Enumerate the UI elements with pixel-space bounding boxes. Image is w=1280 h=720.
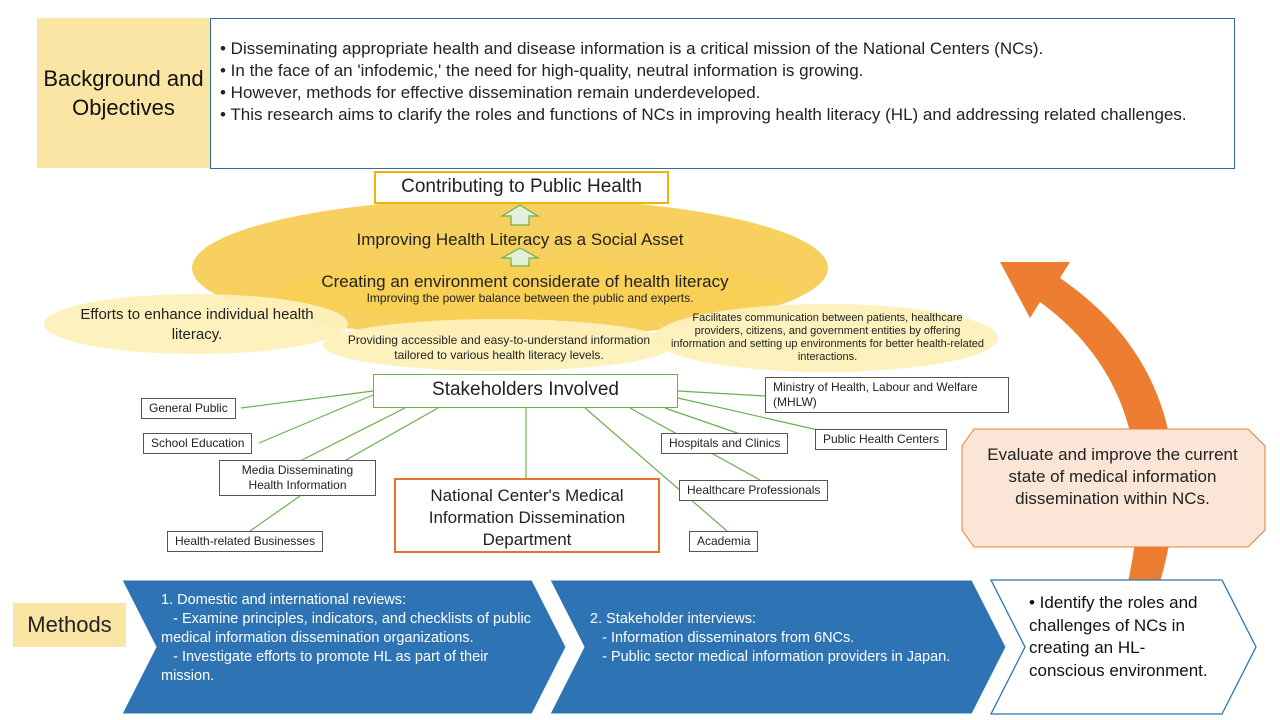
social-asset-label: Improving Health Literacy as a Social As… <box>356 230 684 249</box>
bullet-aim: • This research aims to clarify the role… <box>220 105 1187 124</box>
stakeholder-mhlw: Ministry of Health, Labour and Welfare (… <box>765 377 1009 413</box>
method-step1-chevron <box>121 579 567 715</box>
stakeholders-title: Stakeholders Involved <box>373 374 678 408</box>
environment-label: Creating an environment considerate of h… <box>321 272 729 291</box>
methods-label: Methods <box>13 603 126 647</box>
communication-effort-text: Facilitates communication between patien… <box>670 312 985 363</box>
stakeholder-general-public: General Public <box>141 398 236 419</box>
method-step1-text: 1. Domestic and international reviews: -… <box>161 592 531 684</box>
power-balance-label: Improving the power balance between the … <box>366 291 694 305</box>
method-step2-chevron <box>549 579 1007 715</box>
stakeholder-connectors <box>240 390 819 532</box>
communication-effort-cloud <box>654 304 998 372</box>
accessible-effort-text: Providing accessible and easy-to-underst… <box>347 333 651 362</box>
stakeholder-professionals: Healthcare Professionals <box>679 480 829 501</box>
up-arrow-icon <box>499 247 541 267</box>
stakeholder-academia: Academia <box>689 531 759 552</box>
background-objectives-box: • Disseminating appropriate health and d… <box>210 18 1235 169</box>
public-health-goal: Contributing to Public Health <box>374 171 669 204</box>
background-label-text: Background and Objectives <box>43 66 204 120</box>
evaluate-text: Evaluate and improve the current state o… <box>987 445 1238 508</box>
bullet-infodemic: • In the face of an 'infodemic,' the nee… <box>220 61 864 80</box>
bullet-methods: • However, methods for effective dissemi… <box>220 83 761 102</box>
method-result-text: • Identify the roles and challenges of N… <box>1029 593 1208 680</box>
nc-department-box: National Center's Medical Information Di… <box>394 478 660 553</box>
method-result-chevron <box>989 579 1257 715</box>
stakeholder-media: Media Disseminating Health Information <box>219 460 376 496</box>
stakeholder-public-health-centers: Public Health Centers <box>815 429 948 450</box>
background-objectives-label: Background and Objectives <box>37 18 210 168</box>
environment-ellipse <box>275 261 785 321</box>
individual-effort-cloud <box>44 294 348 354</box>
method-step2-text: 2. Stakeholder interviews: - Information… <box>590 611 951 665</box>
up-arrow-icon <box>499 204 541 226</box>
evaluate-box-shape <box>961 428 1266 548</box>
stakeholder-hospitals: Hospitals and Clinics <box>661 433 789 454</box>
individual-effort-text: Efforts to enhance individual health lit… <box>80 306 314 343</box>
accessible-effort-cloud <box>323 319 673 371</box>
feedback-curved-arrow <box>1000 262 1175 582</box>
stakeholder-school-education: School Education <box>143 433 253 454</box>
stakeholder-businesses: Health-related Businesses <box>167 531 324 552</box>
bullet-mission: • Disseminating appropriate health and d… <box>220 39 1044 58</box>
